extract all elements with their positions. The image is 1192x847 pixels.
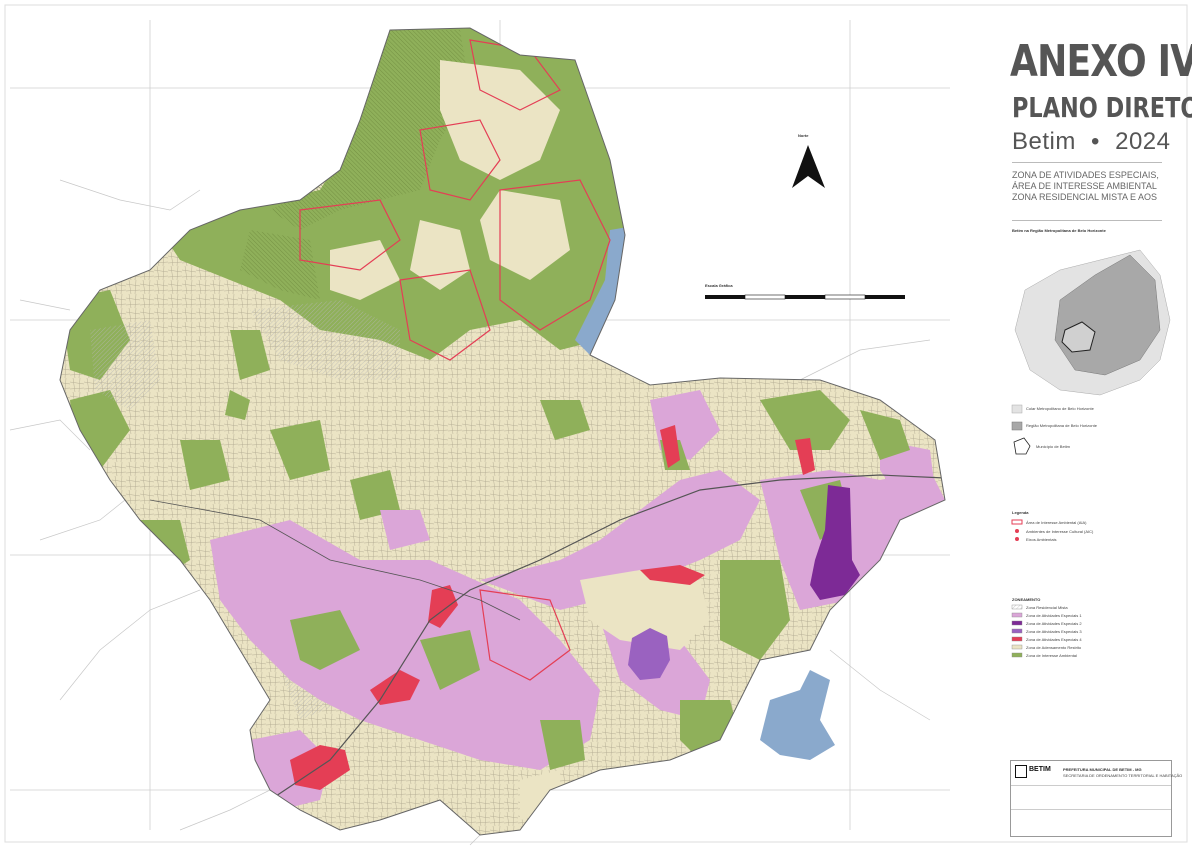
dept-name: SECRETARIA DE ORDENAMENTO TERRITORIAL E … xyxy=(1063,773,1183,778)
title-sub: PLANO DIRETOR xyxy=(1012,91,1192,124)
title-bullet: • xyxy=(1091,128,1100,155)
zone-legend-5: Zona de Adensamento Restrito xyxy=(1026,645,1082,650)
divider xyxy=(1012,162,1162,163)
scale-bar xyxy=(705,294,905,300)
title-city: Betim • 2024 xyxy=(1012,130,1171,154)
title-year: 2024 xyxy=(1115,128,1171,155)
locator-legend-1: Região Metropolitana de Belo Horizonte xyxy=(1026,423,1097,428)
legend-item-2: Eixos Ambientais xyxy=(1026,537,1057,542)
divider xyxy=(1012,220,1162,221)
legend-swatches xyxy=(1011,519,1023,658)
brand-name: BETIM xyxy=(1029,766,1051,773)
betim-logo-icon xyxy=(1015,765,1027,778)
title-main: ANEXO IV xyxy=(1010,36,1192,87)
scale-label: Escala Gráfica xyxy=(705,283,733,288)
legend-item-1: Ambientes de Interesse Cultural (AIC) xyxy=(1026,529,1094,534)
zone-legend-title: ZONEAMENTO xyxy=(1012,597,1041,602)
zone-legend-2: Zona de Atividades Especiais 2 xyxy=(1026,621,1082,626)
city-name: Betim xyxy=(1012,128,1076,155)
zone-legend-6: Zona de Interesse Ambiental xyxy=(1026,653,1077,658)
locator-legend-2: Município de Betim xyxy=(1036,444,1071,449)
title-block: BETIM PREFEITURA MUNICIPAL DE BETIM - MG… xyxy=(1010,760,1182,837)
locator-legend-0: Colar Metropolitano de Belo Horizonte xyxy=(1026,406,1094,411)
locator-map xyxy=(1011,249,1171,455)
org-name: PREFEITURA MUNICIPAL DE BETIM - MG xyxy=(1063,767,1142,772)
locator-title: Betim na Região Metropolitana de Belo Ho… xyxy=(1012,228,1106,233)
north-arrow-icon xyxy=(792,145,825,188)
legend-item-0: Área de Interesse Ambiental (AIA) xyxy=(1026,520,1087,525)
zone-legend-1: Zona de Atividades Especiais 1 xyxy=(1026,613,1082,618)
north-label: Norte xyxy=(798,133,809,138)
zone-legend-4: Zona de Atividades Especiais 4 xyxy=(1026,637,1082,642)
zone-subtitle: ZONA DE ATIVIDADES ESPECIAIS, ÁREA DE IN… xyxy=(1012,170,1159,202)
legend-title: Legenda xyxy=(1012,510,1029,515)
zone-legend-3: Zona de Atividades Especiais 3 xyxy=(1026,629,1082,634)
zone-legend-0: Zona Residencial Mista xyxy=(1026,605,1068,610)
